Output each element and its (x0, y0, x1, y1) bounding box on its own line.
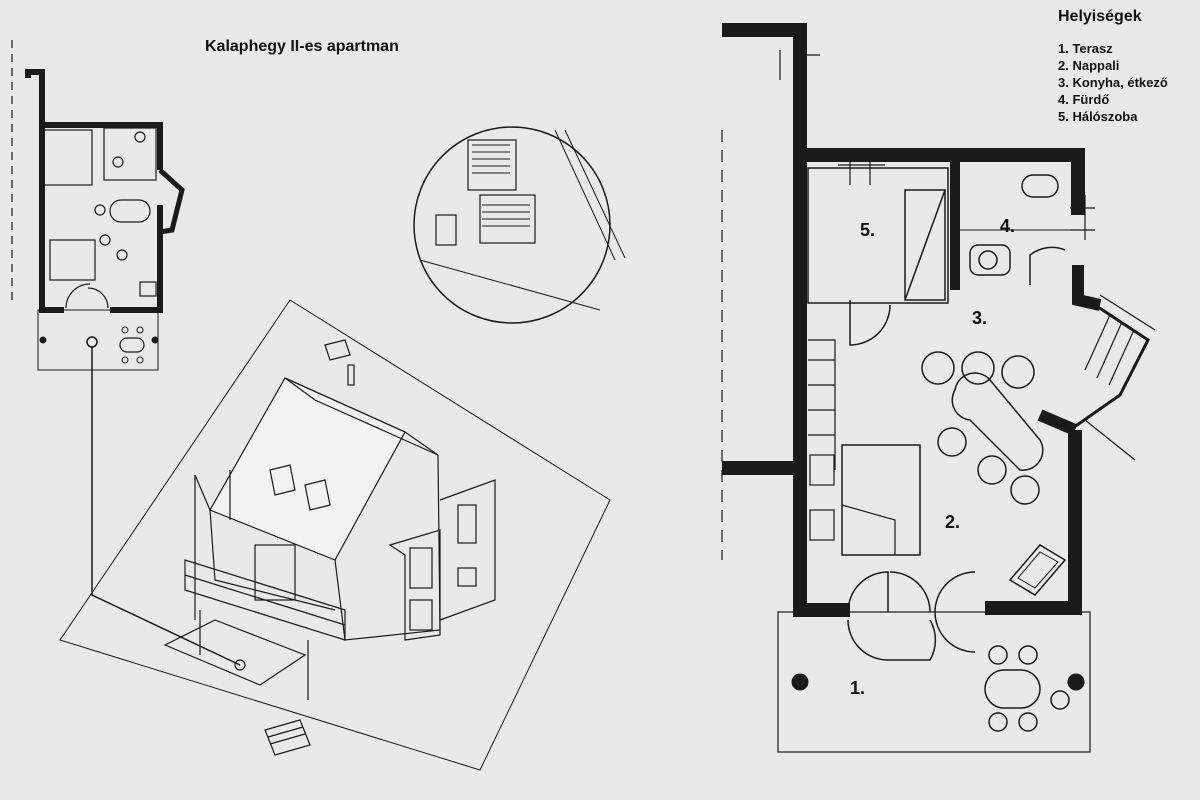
legend-item-haloszoba: 5. Hálószoba (1058, 109, 1138, 124)
small-floor-plan (11, 40, 241, 666)
main-floor-plan (721, 23, 1156, 753)
legend-item-terasz: 1. Terasz (1058, 41, 1113, 56)
legend-heading: Helyiségek (1058, 8, 1142, 25)
legend-item-furdo: 4. Fürdő (1058, 92, 1110, 107)
room-label-2: 2. (945, 512, 961, 532)
room-label-4: 4. (1000, 216, 1016, 236)
room-label-5: 5. (860, 220, 876, 240)
room-label-3: 3. (972, 308, 988, 328)
legend-item-nappali: 2. Nappali (1058, 58, 1120, 73)
room-label-1: 1. (850, 678, 866, 698)
legend-list: 1. Terasz 2. Nappali 3. Konyha, étkező 4… (1058, 40, 1168, 125)
isometric-house (59, 299, 611, 771)
site-plan-circle (413, 126, 626, 324)
room-legend: Helyiségek 1. Terasz 2. Nappali 3. Konyh… (1058, 8, 1168, 125)
plan-title: Kalaphegy II-es apartman (205, 38, 399, 55)
legend-item-konyha: 3. Konyha, étkező (1058, 75, 1168, 90)
